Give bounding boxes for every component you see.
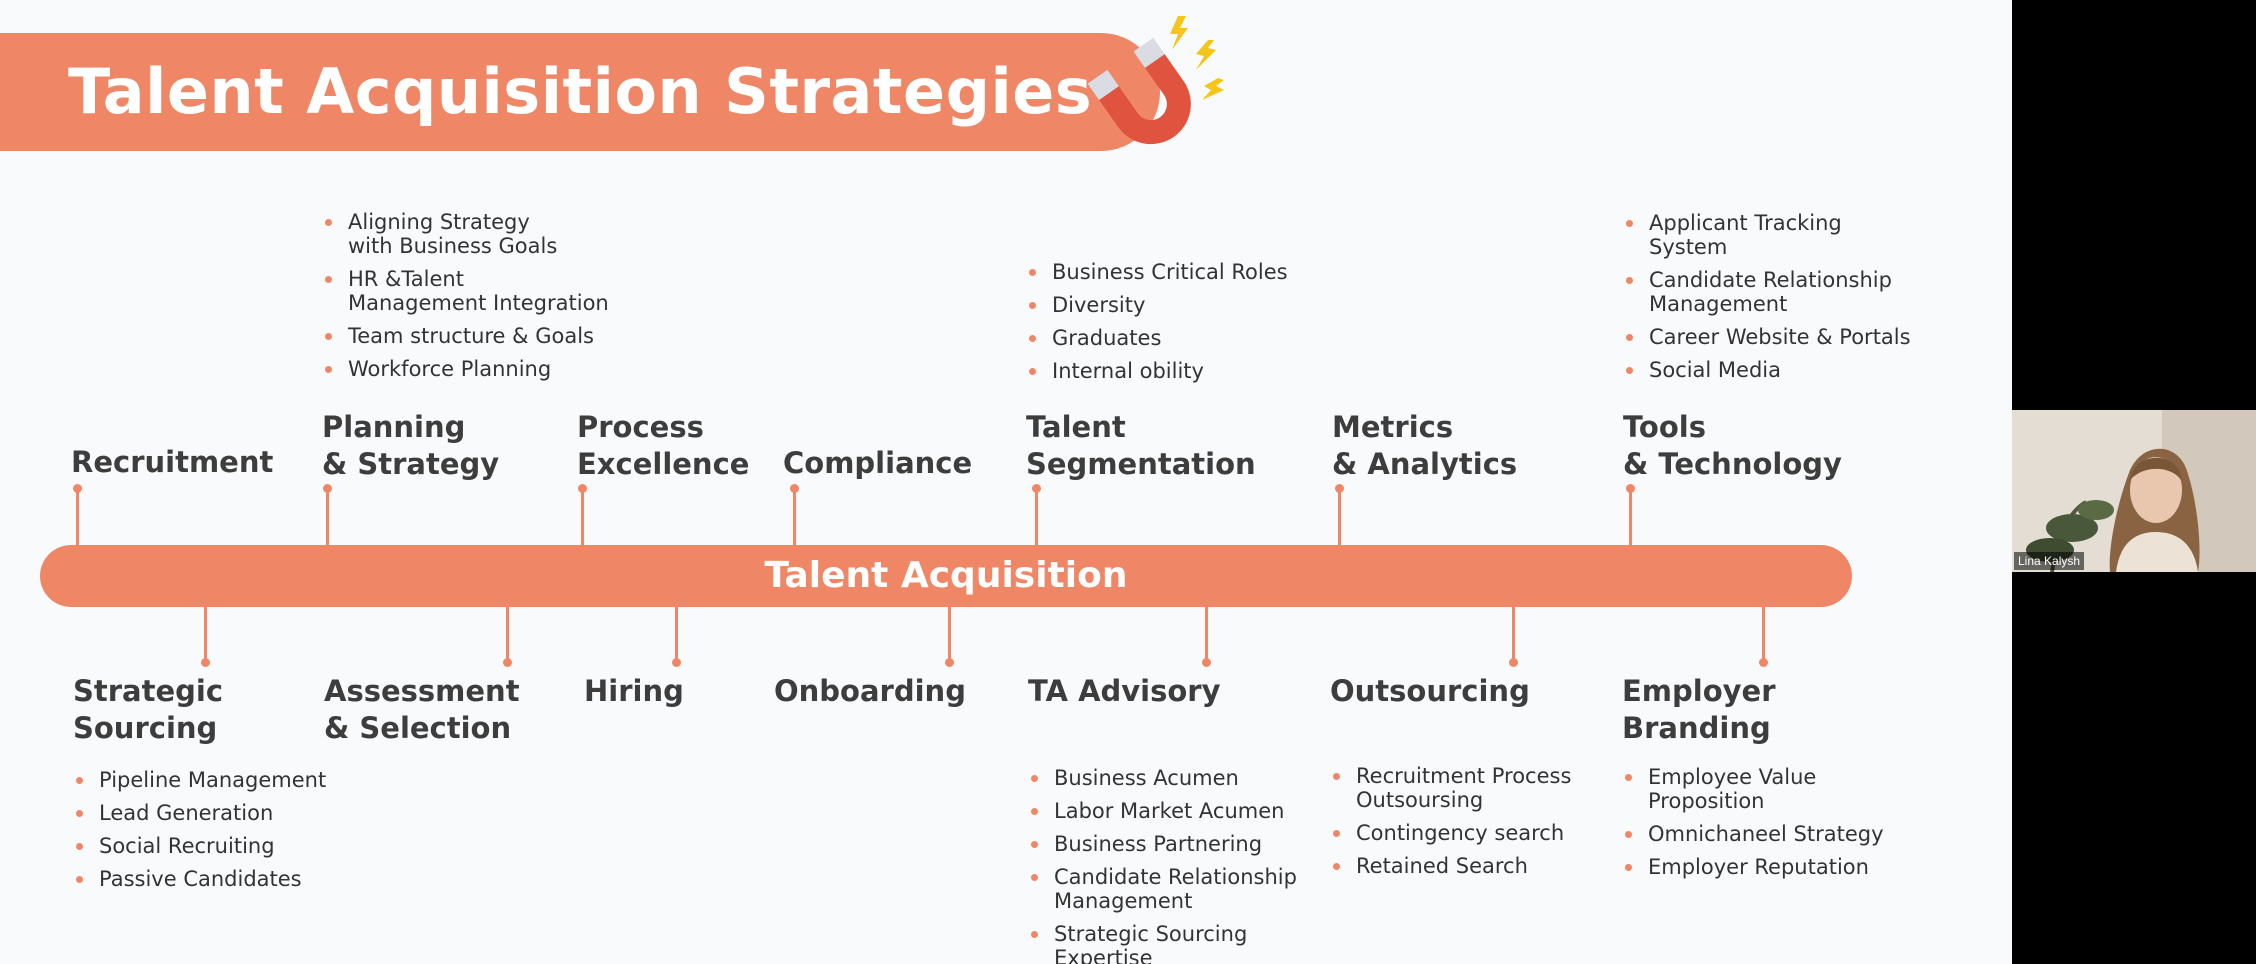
connector-outsourcing [1509,607,1518,667]
bullet-item: Contingency search [1330,821,1670,845]
participant-name: Lina Kalysh [2014,552,2085,570]
node-heading: TA Advisory [1028,674,1221,708]
bullet-item: Career Website & Portals [1623,325,1963,349]
connector-planning-strategy [323,484,332,545]
bullet-item: Employer Reputation [1622,855,1962,879]
presentation-slide: Talent Acquisition Strategies Talent Acq… [0,0,2012,964]
node-employer-branding: Employer Branding [1622,673,1942,747]
connector-strategic-sourcing [201,607,210,667]
node-heading: Recruitment [71,445,274,479]
connector-process-excellence [578,484,587,545]
bullet-item: Business Critical Roles [1026,260,1366,284]
connector-hiring [672,607,681,667]
participant-video-tile[interactable]: Lina Kalysh [2012,410,2256,572]
bullet-item: Diversity [1026,293,1366,317]
connector-talent-segmentation [1032,484,1041,545]
bullet-item: Applicant Tracking System [1623,211,1963,259]
slide-title: Talent Acquisition Strategies [68,55,1093,128]
bullet-item: Passive Candidates [73,867,413,891]
bullet-item: HR &Talent Management Integration [322,267,662,315]
node-process-excellence: Process Excellence [577,409,897,483]
node-heading: Talent Segmentation [1026,410,1256,481]
node-strategic-sourcing: Strategic Sourcing [73,673,393,747]
node-heading: Process Excellence [577,410,750,481]
connector-assessment-selection [503,607,512,667]
connector-metrics-analytics [1335,484,1344,545]
node-hiring: Hiring [584,673,904,710]
connector-recruitment [73,484,82,545]
node-heading: Onboarding [774,674,966,708]
node-tools-technology: Tools & Technology [1623,409,1943,483]
bullet-item: Social Media [1623,358,1963,382]
node-planning-strategy: Planning & Strategy [322,409,642,483]
node-heading: Assessment & Selection [324,674,520,745]
bullet-item: Pipeline Management [73,768,413,792]
connector-compliance [790,484,799,545]
node-heading: Metrics & Analytics [1332,410,1518,481]
bullet-item: Candidate Relationship Management [1028,865,1368,913]
node-heading: Outsourcing [1330,674,1530,708]
bullet-item: Graduates [1026,326,1366,350]
node-recruitment: Recruitment [71,444,391,481]
bullet-item: Retained Search [1330,854,1670,878]
node-heading: Hiring [584,674,684,708]
bullet-item: Aligning Strategy with Business Goals [322,210,662,258]
magnet-icon [1087,16,1224,145]
connector-ta-advisory [1202,607,1211,667]
bullet-item: Team structure & Goals [322,324,662,348]
node-ta-advisory: TA Advisory [1028,673,1348,710]
node-onboarding: Onboarding [774,673,1094,710]
bullet-item: Candidate Relationship Management [1623,268,1963,316]
connector-onboarding [945,607,954,667]
bullet-item: Strategic Sourcing Expertise [1028,922,1368,964]
bullet-item: Labor Market Acumen [1028,799,1368,823]
bullet-item: Lead Generation [73,801,413,825]
bullet-item: Recruitment Process Outsoursing [1330,764,1670,812]
node-outsourcing: Outsourcing [1330,673,1650,710]
bullet-item: Business Acumen [1028,766,1368,790]
talent-acquisition-bar: Talent Acquisition [40,545,1852,607]
node-compliance: Compliance [783,445,1103,482]
node-heading: Compliance [783,446,973,480]
title-banner [0,33,1160,151]
bullet-item: Workforce Planning [322,357,662,381]
node-assessment-selection: Assessment & Selection [324,673,644,747]
talent-acquisition-label: Talent Acquisition [764,555,1128,596]
node-heading: Tools & Technology [1623,410,1842,481]
node-heading: Planning & Strategy [322,410,500,481]
node-talent-segmentation: Talent Segmentation [1026,409,1346,483]
bullet-item: Business Partnering [1028,832,1368,856]
participant-avatar [2012,410,2256,572]
bullet-item: Social Recruiting [73,834,413,858]
node-heading: Employer Branding [1622,674,1776,745]
node-metrics-analytics: Metrics & Analytics [1332,409,1652,483]
node-heading: Strategic Sourcing [73,674,224,745]
connector-tools-technology [1626,484,1635,545]
bullet-item: Omnichaneel Strategy [1622,822,1962,846]
bullet-item: Internal obility [1026,359,1366,383]
bullet-item: Employee Value Proposition [1622,765,1962,813]
bullet-list-planning-strategy: Aligning Strategy with Business Goals HR … [322,210,662,390]
connector-employer-branding [1759,607,1768,667]
